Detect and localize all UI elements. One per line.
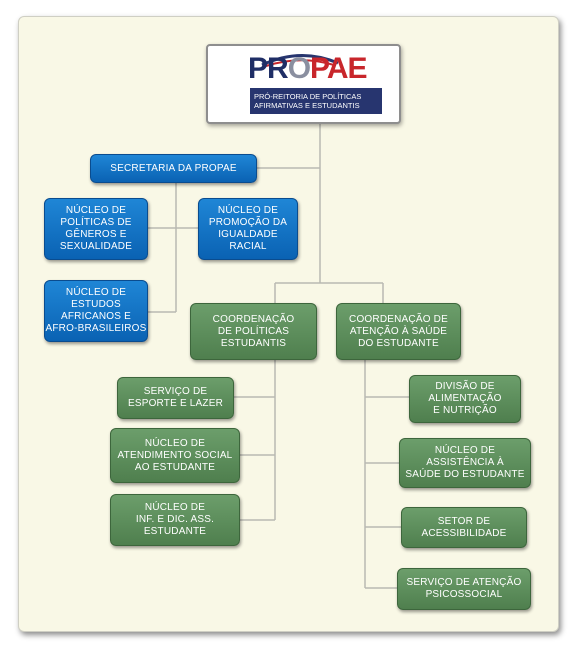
node-label: ASSISTÊNCIA À (426, 457, 504, 468)
logo-word-pr: PR (248, 52, 289, 85)
node-esporte[interactable]: SERVIÇO DE ESPORTE E LAZER (117, 377, 234, 419)
node-label: SECRETARIA DA PROPAE (110, 162, 237, 174)
node-label: SAÚDE DO ESTUDANTE (405, 469, 525, 480)
node-generos[interactable]: NÚCLEO DE POLÍTICAS DE GÊNEROS E SEXUALI… (44, 198, 148, 260)
node-label: GÊNEROS E (65, 229, 127, 240)
node-igualdade[interactable]: NÚCLEO DE PROMOÇÃO DA IGUALDADE RACIAL (198, 198, 298, 260)
node-label: PROMOÇÃO DA (208, 217, 288, 228)
logo-tagline-line: AFIRMATIVAS E ESTUDANTIS (254, 101, 360, 110)
node-label: RACIAL (229, 241, 267, 252)
node-label: NÚCLEO DE (65, 205, 127, 216)
node-label: POLÍTICAS DE (60, 217, 132, 228)
node-label: PSICOSSOCIAL (425, 589, 503, 600)
logo-word-pae: PAE (310, 52, 367, 85)
node-assistencia[interactable]: NÚCLEO DE ASSISTÊNCIA À SAÚDE DO ESTUDAN… (399, 438, 531, 488)
logo-word-o: O (287, 52, 311, 85)
propae-logo: PROPAE PRÓ-REITORIA DE POLÍTICAS AFIRMAT… (206, 44, 401, 124)
logo-wordmark: PROPAE (248, 52, 368, 85)
node-label: NÚCLEO DE (217, 205, 279, 216)
node-label: AFRICANOS E (61, 311, 131, 322)
node-label: NÚCLEO DE (144, 502, 206, 513)
node-label: SETOR DE (437, 515, 491, 527)
node-label: NÚCLEO DE (434, 445, 496, 456)
node-label: SERVIÇO DE ATENÇÃO (406, 577, 522, 588)
node-label: ATENDIMENTO SOCIAL (117, 449, 233, 461)
node-alimentacao[interactable]: DIVISÃO DE ALIMENTAÇÃO E NUTRIÇÃO (409, 375, 521, 423)
node-coord-saude[interactable]: COORDENAÇÃO DE ATENÇÃO À SAÚDE DO ESTUDA… (336, 303, 461, 360)
node-label: COORDENAÇÃO (212, 313, 295, 325)
node-label: ACESSIBILIDADE (421, 527, 507, 539)
node-label: SEXUALIDADE (59, 241, 133, 252)
node-psicossocial[interactable]: SERVIÇO DE ATENÇÃO PSICOSSOCIAL (397, 568, 531, 610)
node-label: ESPORTE E LAZER (127, 398, 224, 409)
node-label: SERVIÇO DE (143, 386, 208, 397)
logo-tagline: PRÓ-REITORIA DE POLÍTICAS AFIRMATIVAS E … (250, 88, 382, 114)
node-inf[interactable]: NÚCLEO DE INF. E DIC. ASS. ESTUDANTE (110, 494, 240, 546)
node-label: IGUALDADE (218, 229, 278, 240)
node-atendimento[interactable]: NÚCLEO DE ATENDIMENTO SOCIAL AO ESTUDANT… (110, 428, 240, 483)
node-label: DO ESTUDANTE (358, 337, 439, 349)
node-label: AO ESTUDANTE (134, 461, 216, 473)
node-label: ALIMENTAÇÃO (428, 393, 502, 404)
node-label: ESTUDANTE (143, 526, 207, 537)
node-label: E NUTRIÇÃO (433, 405, 497, 416)
logo-tagline-line: PRÓ-REITORIA DE POLÍTICAS (254, 92, 362, 101)
node-label: ESTUDANTIS (220, 337, 287, 349)
node-label: COORDENAÇÃO DE (349, 313, 448, 325)
node-label: NÚCLEO DE (65, 287, 127, 298)
node-label: NÚCLEO DE (144, 437, 206, 449)
node-afro[interactable]: NÚCLEO DE ESTUDOS AFRICANOS E AFRO-BRASI… (44, 280, 148, 342)
node-label: INF. E DIC. ASS. (135, 514, 215, 525)
node-secretaria[interactable]: SECRETARIA DA PROPAE (90, 154, 257, 183)
node-label: ATENÇÃO À SAÚDE (349, 325, 448, 337)
node-label: DE POLÍTICAS (217, 325, 290, 337)
node-label: AFRO-BRASILEIROS (45, 323, 147, 334)
node-label: ESTUDOS (71, 299, 121, 310)
globe-swoosh-icon (261, 53, 339, 67)
node-coord-politicas[interactable]: COORDENAÇÃO DE POLÍTICAS ESTUDANTIS (190, 303, 317, 360)
node-acessibilidade[interactable]: SETOR DE ACESSIBILIDADE (401, 507, 527, 548)
node-label: DIVISÃO DE (435, 381, 495, 392)
